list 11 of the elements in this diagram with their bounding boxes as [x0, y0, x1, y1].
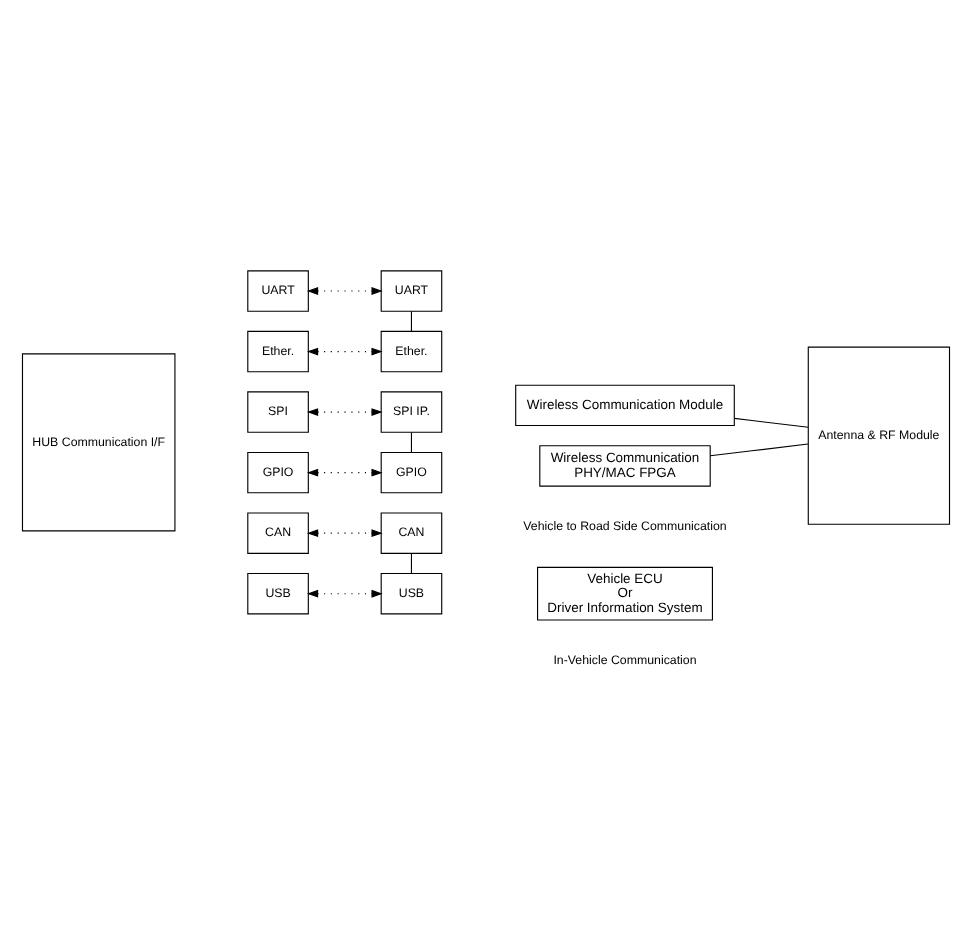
connector	[708, 442, 808, 456]
arrow	[305, 346, 382, 355]
connector	[409, 552, 411, 573]
arrow	[305, 286, 382, 294]
connector	[409, 430, 411, 452]
arrow	[305, 588, 382, 597]
arrow	[305, 467, 382, 476]
arrow	[305, 407, 382, 416]
connector	[409, 309, 411, 331]
connector	[732, 416, 808, 427]
arrow	[305, 528, 382, 537]
